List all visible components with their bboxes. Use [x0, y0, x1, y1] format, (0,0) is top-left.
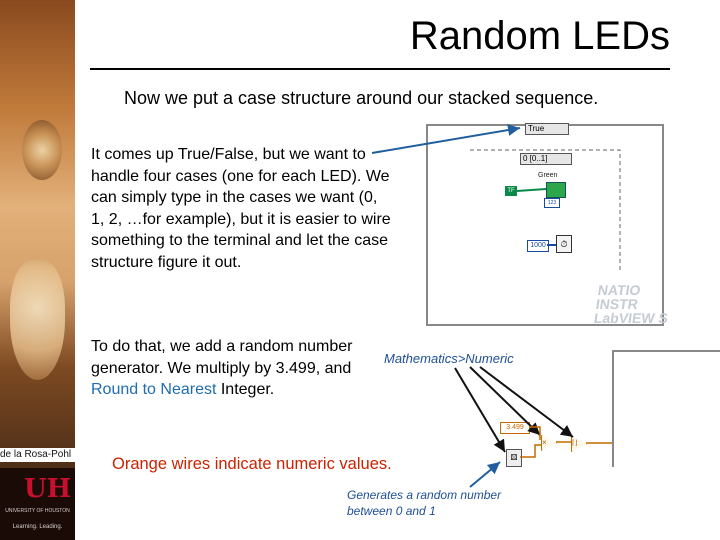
rng-description-note: Generates a random number between 0 and …: [347, 488, 502, 518]
palette-path-label: Mathematics>Numeric: [384, 351, 514, 366]
para2-text-end: Integer.: [216, 381, 275, 398]
case-selector-dropdown[interactable]: True: [525, 123, 569, 135]
orange-wire-note: Orange wires indicate numeric values.: [112, 455, 392, 473]
photo-eye-shape: [22, 120, 62, 180]
orange-wire: [520, 444, 541, 458]
green-led-label: Green: [538, 172, 558, 179]
logo-university-name: UNIVERSITY OF HOUSTON: [5, 508, 70, 514]
green-led-terminal[interactable]: [546, 182, 566, 198]
arrow-to-rng: [454, 367, 506, 453]
slide-title: Random LEDs: [409, 14, 670, 58]
author-credit: de la Rosa-Pohl: [0, 448, 75, 462]
green-wire: [516, 188, 547, 192]
sequence-frame-selector[interactable]: 0 [0..1]: [520, 153, 572, 165]
arrow-to-case-selector: [371, 124, 521, 154]
slide-subtitle: Now we put a case structure around our s…: [124, 88, 599, 108]
block-diagram-numeric: [612, 350, 720, 467]
clock-icon[interactable]: ⏱: [556, 235, 572, 253]
arrow-to-round: [479, 366, 574, 438]
body-paragraph-random-generator: To do that, we add a random number gener…: [91, 336, 391, 401]
arrow-to-multiply: [469, 366, 541, 436]
arrow-from-note: [469, 461, 501, 488]
boolean-constant[interactable]: TF: [505, 186, 517, 196]
random-number-icon[interactable]: ⚄: [506, 449, 522, 467]
orange-wire: [529, 426, 541, 440]
round-to-nearest-link: Round to Nearest: [91, 381, 217, 398]
university-logo: UH UNIVERSITY OF HOUSTON Learning. Leadi…: [0, 468, 75, 540]
para2-text-start: To do that, we add a random number gener…: [91, 338, 353, 377]
body-paragraph-case-structure: It comes up True/False, but we want to h…: [91, 146, 391, 271]
frame-border: [470, 149, 621, 270]
logo-tagline: Learning. Leading.: [12, 524, 63, 530]
numeric-indicator[interactable]: 123: [544, 198, 560, 208]
photo-muzzle-shape: [10, 260, 65, 380]
title-divider: [90, 68, 670, 70]
